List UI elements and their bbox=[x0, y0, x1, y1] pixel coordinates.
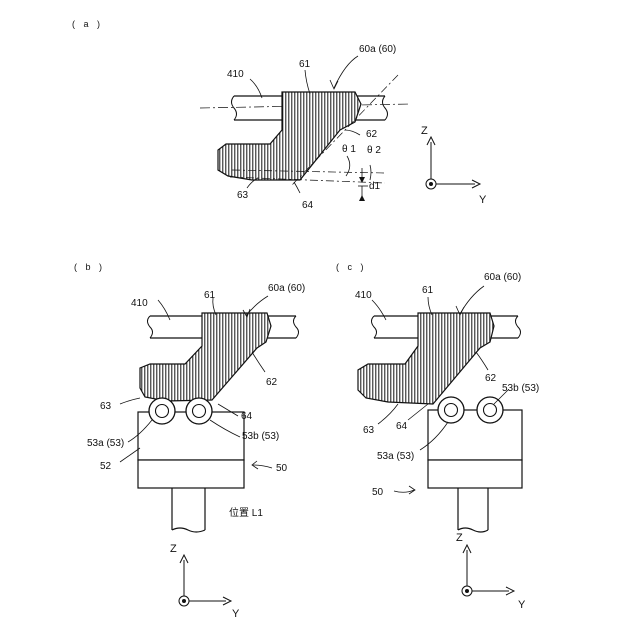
ref-410: 410 bbox=[355, 290, 372, 301]
unit-50-body bbox=[428, 460, 522, 488]
ref-53b: 53b (53) bbox=[242, 431, 279, 442]
axis-y-label: Y bbox=[518, 599, 526, 611]
ref-62: 62 bbox=[485, 373, 497, 384]
axes-b: Z Y bbox=[170, 543, 240, 620]
support-post bbox=[458, 488, 488, 532]
roller-53a bbox=[438, 397, 464, 423]
axis-y-label: Y bbox=[232, 608, 240, 620]
ref-62: 62 bbox=[266, 377, 278, 388]
ref-63: 63 bbox=[237, 190, 249, 201]
ref-410: 410 bbox=[131, 298, 148, 309]
ref-53a: 53a (53) bbox=[87, 438, 124, 449]
axis-z-label: Z bbox=[421, 125, 428, 137]
axis-z-label: Z bbox=[456, 532, 463, 544]
dimension-d1: d1 bbox=[369, 181, 381, 192]
ref-63: 63 bbox=[100, 401, 112, 412]
ref-410: 410 bbox=[227, 69, 244, 80]
ref-64: 64 bbox=[302, 200, 314, 211]
theta-1: θ 1 bbox=[342, 144, 356, 155]
pick-member-60a bbox=[358, 313, 494, 404]
panel-a: ( a ) bbox=[72, 19, 487, 211]
ref-50: 50 bbox=[372, 487, 384, 498]
ref-60a: 60a (60) bbox=[484, 272, 521, 283]
support-post bbox=[172, 488, 205, 532]
ref-61: 61 bbox=[422, 285, 434, 296]
axes-a: Z Y bbox=[421, 125, 487, 206]
ref-60a: 60a (60) bbox=[359, 44, 396, 55]
roller-53a bbox=[149, 398, 175, 424]
ref-64: 64 bbox=[396, 421, 408, 432]
panel-c: ( c ) bbox=[336, 262, 539, 611]
ref-52: 52 bbox=[100, 461, 112, 472]
axes-c: Z Y bbox=[456, 532, 526, 611]
panel-c-label: ( c ) bbox=[336, 262, 367, 272]
panel-a-label: ( a ) bbox=[72, 19, 103, 29]
ref-53a: 53a (53) bbox=[377, 451, 414, 462]
pick-member-60a bbox=[140, 313, 271, 401]
ref-64: 64 bbox=[241, 411, 253, 422]
ref-62: 62 bbox=[366, 129, 378, 140]
ref-60a: 60a (60) bbox=[268, 283, 305, 294]
roller-53b bbox=[477, 397, 503, 423]
panel-b: ( b ) bbox=[74, 262, 305, 620]
ref-61: 61 bbox=[204, 290, 216, 301]
panel-b-label: ( b ) bbox=[74, 262, 105, 272]
theta-2: θ 2 bbox=[367, 145, 381, 156]
unit-50-body bbox=[138, 460, 244, 488]
roller-53b bbox=[186, 398, 212, 424]
position-label: 位置 L1 bbox=[229, 506, 263, 519]
ref-53b: 53b (53) bbox=[502, 383, 539, 394]
axis-z-label: Z bbox=[170, 543, 177, 555]
axis-y-label: Y bbox=[479, 194, 487, 206]
ref-50: 50 bbox=[276, 463, 288, 474]
ref-63: 63 bbox=[363, 425, 375, 436]
ref-61: 61 bbox=[299, 59, 311, 70]
